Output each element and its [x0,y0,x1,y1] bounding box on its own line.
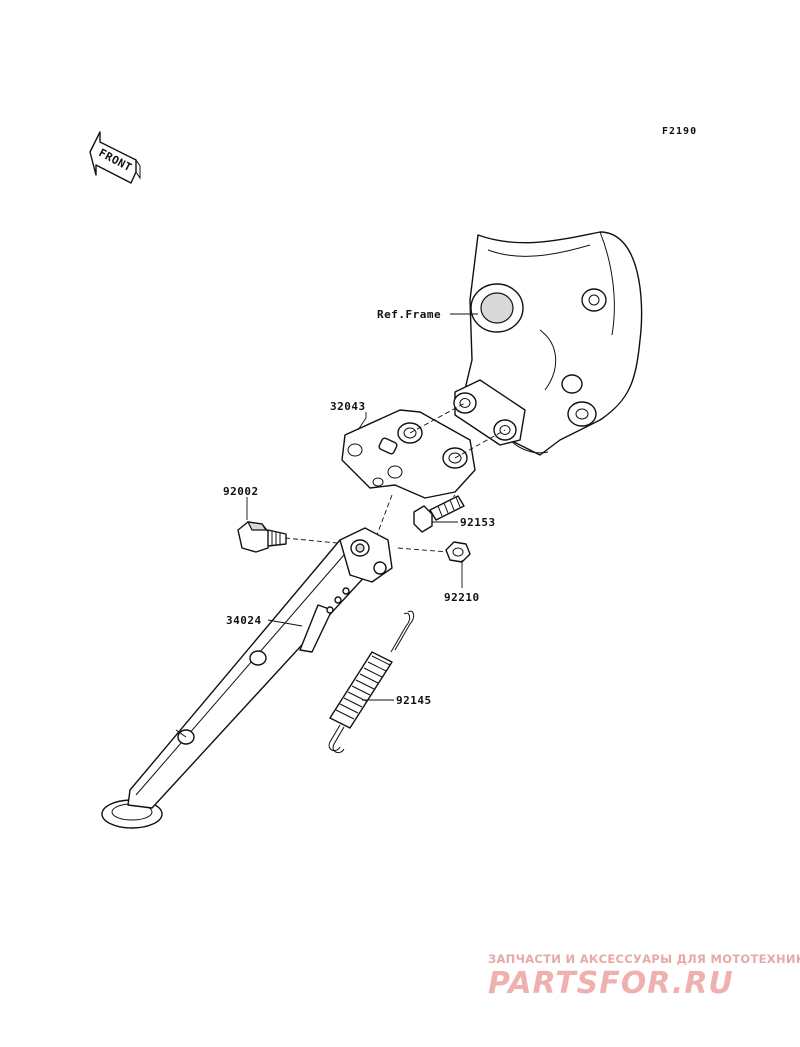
spring-92145 [328,610,415,754]
front-arrow-icon: FRONT [89,131,141,184]
label-92210: 92210 [444,591,480,604]
label-92002: 92002 [223,485,259,498]
bracket-32043 [341,409,476,499]
leader-34024 [267,619,303,627]
nut-92210 [445,541,471,563]
watermark-caption: ЗАПЧАСТИ И АКСЕССУАРЫ ДЛЯ МОТОТЕХНИКИ [488,952,800,966]
assembly-line [374,494,393,541]
label-92153: 92153 [460,516,496,529]
figure-code: F2190 [662,126,697,137]
assembly-line [409,402,466,434]
side-stand-34024 [101,527,393,829]
label-32043: 32043 [330,400,366,413]
watermark-logo: PARTSFOR.RU [488,966,734,1001]
assembly-line [284,537,359,546]
leader-32043 [357,412,367,431]
bolt-92002 [237,521,287,553]
assembly-line [397,547,449,553]
label-92145: 92145 [396,694,432,707]
label-ref-frame: Ref.Frame [377,308,441,321]
label-34024: 34024 [226,614,262,627]
bolt-92153 [413,495,465,533]
assembly-line [454,429,506,459]
frame-part [453,231,643,456]
